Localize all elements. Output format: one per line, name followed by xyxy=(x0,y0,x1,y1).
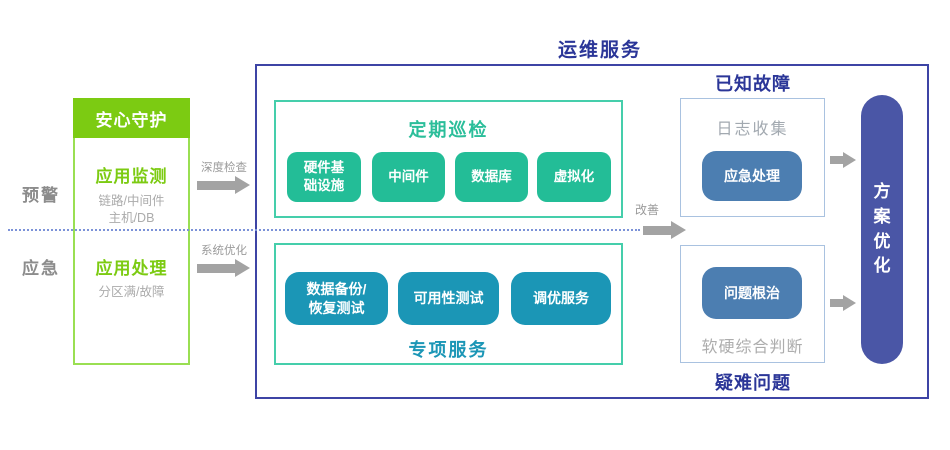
special-service-title: 专项服务 xyxy=(408,340,489,360)
special-item-availability-test: 可用性测试 xyxy=(398,272,499,325)
improve-arrow-icon xyxy=(643,221,686,239)
known-to-solution-arrow-icon xyxy=(830,152,856,168)
solution-optimization-pill: 方案优化 xyxy=(861,95,903,364)
root-cure-chip: 问题根治 xyxy=(702,267,802,319)
stage-label-emergency: 应急 xyxy=(22,259,60,278)
solution-optimization-text: 方案优化 xyxy=(873,182,891,276)
inspection-item-hardware: 硬件基 础设施 xyxy=(287,152,361,202)
inspection-item-database: 数据库 xyxy=(455,152,528,202)
app-monitor-title: 应用监测 xyxy=(95,167,168,186)
difficult-problems-title: 疑难问题 xyxy=(715,373,791,393)
warning-emergency-divider xyxy=(8,229,640,231)
difficult-problems-box: 问题根治 软硬综合判断 xyxy=(680,245,825,363)
app-handle-title: 应用处理 xyxy=(95,259,168,278)
inspection-item-middleware: 中间件 xyxy=(372,152,445,202)
known-faults-box: 日志收集 应急处理 xyxy=(680,98,825,217)
app-monitor-detail-2: 主机/DB xyxy=(108,211,155,225)
deep-check-label: 深度检查 xyxy=(201,162,247,174)
app-handle-detail-1: 分区满/故障 xyxy=(98,285,165,299)
periodic-inspection-panel: 定期巡检 硬件基 础设施 中间件 数据库 虚拟化 xyxy=(274,100,623,218)
sys-opt-label: 系统优化 xyxy=(201,245,247,257)
inspection-item-virtualization: 虚拟化 xyxy=(537,152,611,202)
app-monitor-detail-1: 链路/中间件 xyxy=(98,194,165,208)
ops-service-title: 运维服务 xyxy=(557,40,642,61)
guard-panel: 安心守护 应用监测 链路/中间件 主机/DB 应用处理 分区满/故障 xyxy=(73,98,190,365)
sys-opt-arrow-icon xyxy=(197,259,250,277)
hw-sw-judgement-label: 软硬综合判断 xyxy=(701,339,804,356)
log-collection-label: 日志收集 xyxy=(716,121,789,138)
emergency-handling-chip: 应急处理 xyxy=(702,151,802,201)
difficult-to-solution-arrow-icon xyxy=(830,295,856,311)
guard-panel-header: 安心守护 xyxy=(73,98,190,138)
stage-label-warning: 预警 xyxy=(22,186,60,205)
special-item-backup-recovery: 数据备份/ 恢复测试 xyxy=(285,272,388,325)
special-item-tuning-service: 调优服务 xyxy=(511,272,611,325)
known-faults-title: 已知故障 xyxy=(715,74,791,94)
improve-label: 改善 xyxy=(634,203,659,217)
special-service-panel: 数据备份/ 恢复测试 可用性测试 调优服务 专项服务 xyxy=(274,243,623,365)
deep-check-arrow-icon xyxy=(197,176,250,194)
periodic-inspection-title: 定期巡检 xyxy=(408,120,489,140)
